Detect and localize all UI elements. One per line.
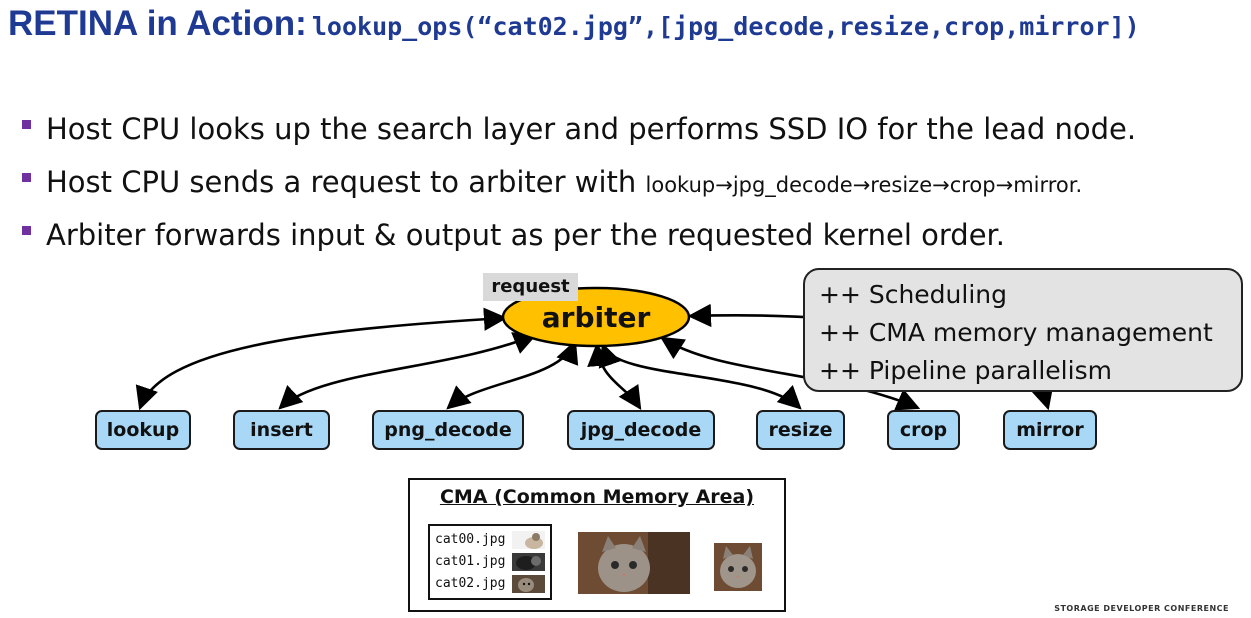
cat-thumbnail <box>512 575 545 593</box>
bullet-text: Host CPU looks up the search layer and p… <box>46 112 1137 146</box>
bullet-text-main: Host CPU sends a request to arbiter with <box>46 165 646 199</box>
kernel-jpg-decode: jpg_decode <box>567 410 715 450</box>
kernel-mirror: mirror <box>1003 410 1097 450</box>
request-label: request <box>483 273 578 301</box>
cma-box: CMA (Common Memory Area) cat00.jpg cat01… <box>408 478 786 612</box>
kernel-lookup: lookup <box>95 410 191 450</box>
link-lookup <box>135 307 508 411</box>
cma-file-item: cat01.jpg <box>435 554 505 569</box>
arbiter-label: arbiter <box>542 301 651 334</box>
slide-title: RETINA in Action: lookup_ops(“cat02.jpg”… <box>8 4 1140 48</box>
bullet-text: Host CPU sends a request to arbiter with… <box>46 161 1082 206</box>
kernel-png-decode: png_decode <box>372 410 524 450</box>
kernel-crop: crop <box>887 410 960 450</box>
arbiter-features-callout: ++ Scheduling ++ CMA memory management +… <box>803 268 1243 392</box>
callout-line: ++ Pipeline parallelism <box>819 356 1112 385</box>
kernel-insert: insert <box>233 410 330 450</box>
file-name: cat00.jpg <box>435 532 506 547</box>
link-jpg-decode <box>587 342 642 410</box>
slide-title-code: lookup_ops(“cat02.jpg”,[jpg_decode,resiz… <box>311 12 1140 41</box>
bullet-text: Arbiter forwards input & output as per t… <box>46 218 1006 252</box>
callout-line: ++ Scheduling <box>819 280 1008 309</box>
cat-image-resized <box>578 532 690 594</box>
link-png-decode <box>446 339 579 410</box>
cma-file-item: cat02.jpg <box>435 576 505 591</box>
bullet-text-pipeline: lookup→jpg_decode→resize→crop→mirror. <box>645 173 1083 197</box>
callout-line: ++ CMA memory management <box>819 318 1213 347</box>
bullet-marker <box>22 173 31 182</box>
file-name: cat01.jpg <box>435 554 506 569</box>
slide-title-main: RETINA in Action: <box>8 4 307 43</box>
cat-thumbnail <box>512 553 545 571</box>
cma-file-item: cat00.jpg <box>435 532 505 547</box>
link-insert <box>278 332 538 410</box>
footer-conference: STORAGE DEVELOPER CONFERENCE <box>1054 604 1229 613</box>
cat-image-cropped <box>714 543 762 591</box>
kernel-resize: resize <box>756 410 845 450</box>
cma-file-list: cat00.jpg cat01.jpg cat02.jpg <box>428 524 552 600</box>
cma-title: CMA (Common Memory Area) <box>439 486 755 508</box>
bullet-marker <box>22 120 31 129</box>
cat-thumbnail <box>512 531 545 549</box>
arbiter-node <box>501 286 691 348</box>
bullet-marker <box>22 226 31 235</box>
file-name: cat02.jpg <box>435 576 506 591</box>
